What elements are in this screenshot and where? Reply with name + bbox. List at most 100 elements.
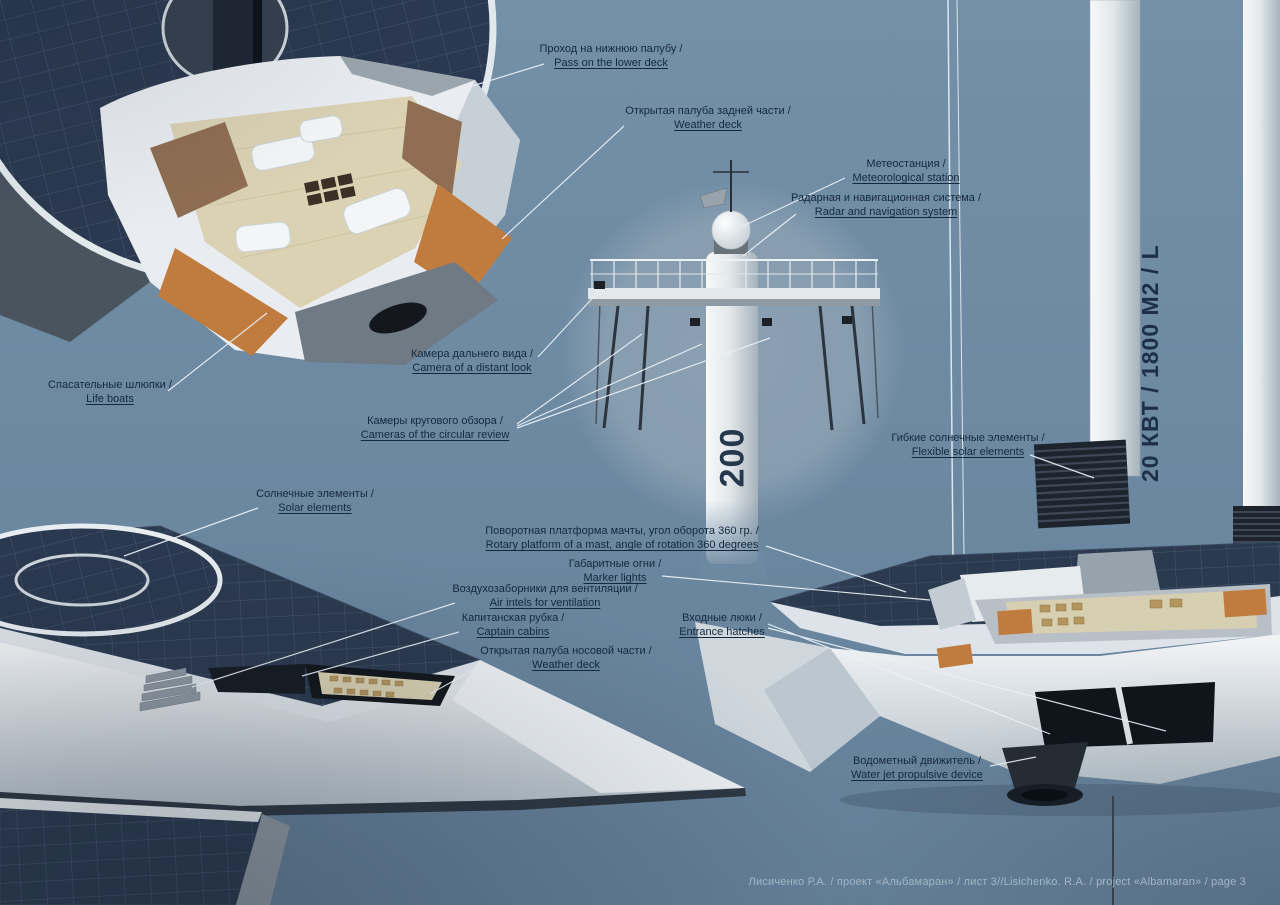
leader-entrance-hatches: [767, 623, 1167, 735]
render-right-hull: [695, 0, 1280, 905]
callout-rotary-platform-en: Rotary platform of a mast, angle of rota…: [485, 539, 759, 552]
footer-credit: Лисиченко Р.А. / проект «Альбамаран» / л…: [748, 876, 1246, 888]
leader-captain-cabins: [301, 631, 460, 677]
leader-weather-deck-bow: [429, 665, 481, 695]
air-intake: [936, 643, 974, 669]
mast-capacity-text: 20 КВТ / 1800 М2 / L: [1137, 244, 1163, 482]
mast-pole-right: [1243, 0, 1280, 556]
mast-pole-left: [1089, 0, 1141, 477]
callout-rotary-platform-ru: Поворотная платформа мачты, угол оборота…: [485, 525, 759, 537]
leader-meteo-station: [740, 177, 846, 228]
radar-dome: [711, 210, 751, 250]
tower-platform: [588, 288, 880, 301]
camera: [842, 316, 852, 324]
callout-weather-deck-bow-ru: Открытая палуба носовой части /: [480, 645, 652, 657]
callout-weather-deck-rear-en: Weather deck: [674, 119, 742, 132]
leader-lines: [123, 63, 1167, 767]
mast-base: [1074, 550, 1162, 604]
leader-pass-lower-deck: [435, 63, 545, 98]
camera: [762, 318, 772, 326]
helipad-ring: [0, 523, 223, 637]
side-panel: [150, 122, 248, 218]
stern-hatch: [369, 302, 427, 334]
callout-marker-lights: Габаритные огни / Marker lights: [569, 557, 662, 586]
callout-marker-lights-ru: Габаритные огни /: [568, 558, 662, 570]
cockpit-furniture: [1039, 598, 1183, 627]
leader-air-intels: [191, 602, 456, 688]
orange-unit: [1223, 588, 1267, 618]
callout-cameras-circular-en: Cameras of the circular review: [360, 429, 510, 442]
tower-column: [706, 252, 758, 564]
callout-air-intels-ru: Воздухозаборники для вентиляции /: [452, 583, 638, 595]
leader-life-boats: [167, 312, 268, 392]
callout-weather-deck-rear: Открытая палуба задней части / Weather d…: [625, 104, 790, 133]
callout-radar-navigation-ru: Радарная и навигационная система /: [790, 192, 982, 204]
leader-weather-deck-rear: [501, 125, 625, 240]
railing-posts: [591, 260, 877, 288]
callout-radar-navigation: Радарная и навигационная система / Radar…: [791, 191, 981, 220]
camera: [594, 281, 605, 289]
side-panel: [402, 100, 462, 196]
callout-cameras-circular: Камеры кругового обзора / Cameras of the…: [361, 414, 510, 443]
callout-camera-distant-look: Камера дальнего вида / Camera of a dista…: [411, 347, 533, 376]
vent-fins: [139, 667, 201, 712]
callout-camera-distant-look-ru: Камера дальнего вида /: [411, 348, 533, 360]
leader-flexible-solar: [1029, 454, 1095, 479]
leader-marker-lights: [661, 575, 931, 601]
leader-radar-nav: [742, 213, 797, 257]
leader-solar-elements: [123, 507, 259, 557]
callout-water-jet-en: Water jet propulsive device: [851, 769, 983, 782]
deck-sofas: [235, 115, 411, 253]
callout-pass-lower-deck: Проход на нижнюю палубу / Pass on the lo…: [540, 42, 683, 71]
tower-marking: 200: [713, 427, 752, 488]
callout-radar-navigation-en: Radar and navigation system: [814, 206, 958, 219]
bow-furniture: [329, 675, 404, 698]
callout-captain-cabins-en: Captain cabins: [476, 626, 550, 639]
stay-cable: [956, 0, 965, 557]
callout-entrance-hatches-ru: Входные люки /: [682, 612, 762, 624]
platform-struts: [602, 305, 866, 431]
callout-air-intels-en: Air intels for ventilation: [489, 597, 601, 610]
bow-weather-deck: [452, 660, 745, 793]
callout-life-boats-en: Life boats: [86, 393, 134, 406]
leader-camera-distant: [537, 289, 601, 358]
callout-solar-elements-ru: Солнечные элементы /: [256, 488, 374, 500]
render-bow-view: [0, 523, 746, 905]
callout-weather-deck-rear-ru: Открытая палуба задней части /: [625, 105, 791, 117]
callout-air-intels: Воздухозаборники для вентиляции / Air in…: [452, 582, 637, 611]
callout-meteorological-station-ru: Метеостанция /: [866, 158, 946, 170]
cabin-windows: [208, 664, 305, 694]
callout-entrance-hatches-en: Entrance hatches: [679, 626, 765, 639]
flexible-solar-stack: [1033, 439, 1131, 529]
callout-captain-cabins-ru: Капитанская рубка /: [461, 612, 565, 624]
render-mast-tower: [561, 160, 905, 580]
callout-meteorological-station: Метеостанция / Meteorological station: [852, 157, 959, 186]
callout-solar-elements: Солнечные элементы / Solar elements: [256, 487, 374, 516]
callout-meteorological-station-en: Meteorological station: [852, 172, 960, 185]
callout-captain-cabins: Капитанская рубка / Captain cabins: [462, 611, 565, 640]
callout-pass-lower-deck-en: Pass on the lower deck: [554, 57, 668, 70]
callout-water-jet: Водометный движитель / Water jet propuls…: [851, 754, 983, 783]
callout-rotary-platform: Поворотная платформа мачты, угол оборота…: [485, 524, 759, 553]
deck-table: [304, 173, 356, 206]
callout-life-boats-ru: Спасательные шлюпки /: [48, 379, 172, 391]
callout-life-boats: Спасательные шлюпки / Life boats: [48, 378, 172, 407]
orange-unit: [997, 608, 1033, 636]
camera: [690, 318, 700, 326]
weather-sensor: [699, 187, 728, 209]
render-stern-view: [0, 0, 520, 365]
callout-pass-lower-deck-ru: Проход на нижнюю палубу /: [539, 43, 683, 55]
callout-solar-elements-en: Solar elements: [278, 502, 352, 515]
callout-flexible-solar-en: Flexible solar elements: [911, 446, 1025, 459]
leader-cameras-circular: [516, 333, 771, 429]
callout-flexible-solar-ru: Гибкие солнечные элементы /: [891, 432, 1045, 444]
callout-cameras-circular-ru: Камеры кругового обзора /: [367, 415, 503, 427]
orange-deck-left: [158, 248, 288, 356]
stay-cable: [947, 0, 954, 559]
callout-weather-deck-bow: Открытая палуба носовой части / Weather …: [480, 644, 651, 673]
callout-flexible-solar: Гибкие солнечные элементы / Flexible sol…: [891, 431, 1044, 460]
leader-water-jet: [989, 756, 1037, 767]
water-jet-housing: [1002, 742, 1088, 800]
